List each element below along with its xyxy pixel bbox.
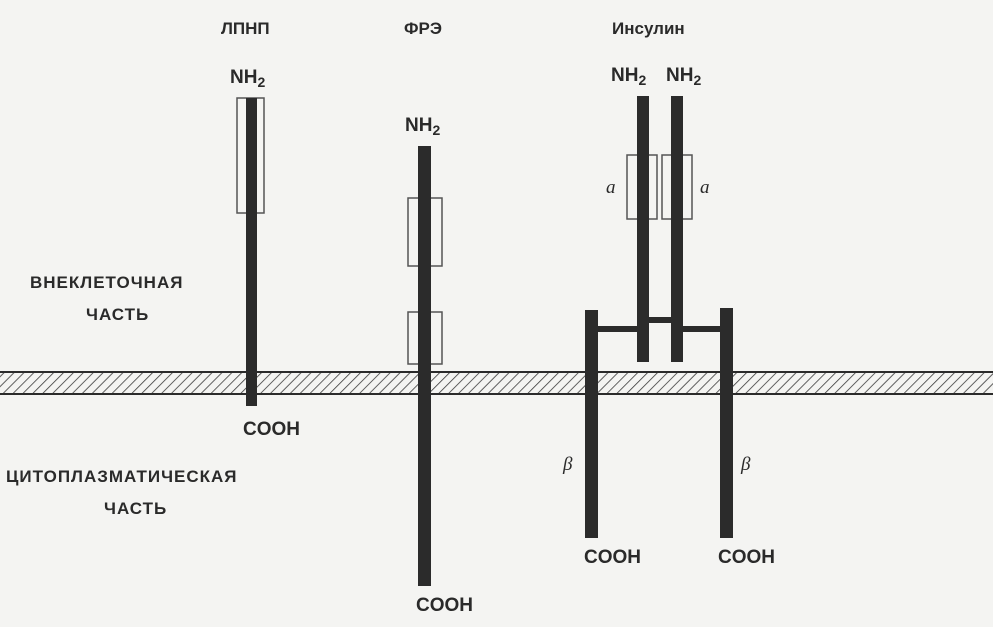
egf-chain <box>418 146 431 586</box>
insulin-title: Инсулин <box>612 19 685 38</box>
insulin-c-terminus-left: COOH <box>584 547 641 568</box>
ldl-c-terminus: COOH <box>243 419 300 440</box>
insulin-alpha-beta-bridge-right <box>683 326 723 332</box>
cell-membrane <box>0 371 993 395</box>
insulin-beta-label-right: β <box>741 454 751 475</box>
insulin-n-terminus-left: NH2 <box>611 65 647 88</box>
ldl-receptor <box>236 97 265 406</box>
egf-title: ФРЭ <box>404 19 442 38</box>
insulin-alpha-beta-bridge-left <box>595 326 637 332</box>
ldl-chain <box>246 98 257 406</box>
insulin-beta-chain-right <box>720 308 733 538</box>
egf-c-terminus: COOH <box>416 595 473 616</box>
insulin-alpha-label-right: a <box>700 177 710 198</box>
egf-n-terminus: NH2 <box>405 115 441 138</box>
cytoplasmic-label-line2: ЧАСТЬ <box>104 499 168 518</box>
extracellular-label-line2: ЧАСТЬ <box>86 305 150 324</box>
insulin-alpha-alpha-bridge <box>649 317 671 323</box>
egf-receptor <box>407 146 443 586</box>
insulin-n-terminus-right: NH2 <box>666 65 702 88</box>
insulin-alpha-chain-right <box>671 96 683 362</box>
cytoplasmic-label-line1: ЦИТОПЛАЗМАТИЧЕСКАЯ <box>6 467 238 486</box>
insulin-beta-label-left: β <box>563 454 573 475</box>
insulin-c-terminus-right: COOH <box>718 547 775 568</box>
ldl-title: ЛПНП <box>221 19 270 38</box>
insulin-alpha-label-left: a <box>606 177 616 198</box>
insulin-beta-chain-left <box>585 310 598 538</box>
extracellular-label-line1: ВНЕКЛЕТОЧНАЯ <box>30 273 184 292</box>
insulin-alpha-chain-left <box>637 96 649 362</box>
ldl-n-terminus: NH2 <box>230 67 266 90</box>
insulin-receptor <box>585 96 733 538</box>
membrane-hatching <box>0 372 993 394</box>
